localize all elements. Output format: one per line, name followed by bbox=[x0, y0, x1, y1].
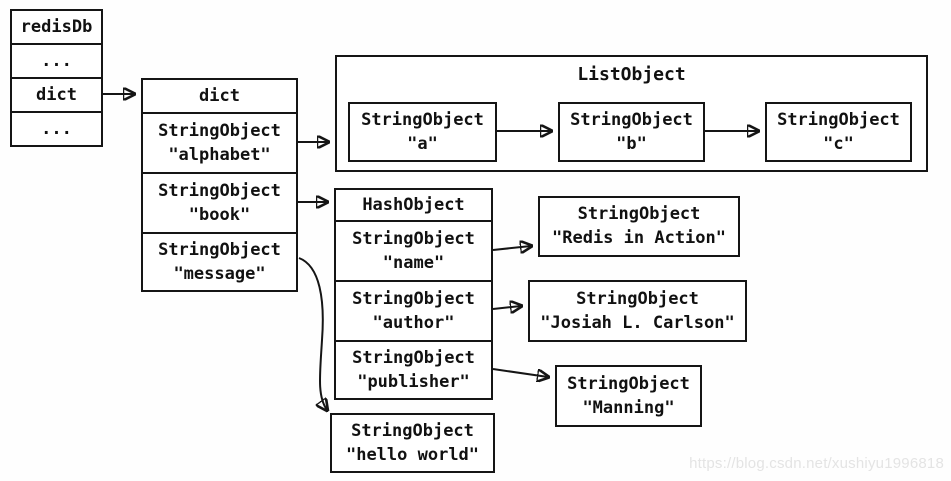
object-type: StringObject bbox=[361, 109, 484, 130]
object-value: "c" bbox=[823, 133, 854, 154]
value-box-book-name: StringObject "Redis in Action" bbox=[538, 196, 740, 257]
object-type: StringObject bbox=[576, 288, 699, 309]
dict-table-header: dict bbox=[143, 80, 296, 114]
redisdb-field-ellipsis-top: ... bbox=[12, 45, 101, 79]
value-box-hello-world: StringObject "hello world" bbox=[330, 413, 495, 473]
object-value: "Redis in Action" bbox=[552, 228, 726, 248]
value-box-book-name-cell: StringObject "Redis in Action" bbox=[540, 198, 738, 255]
value-box-hello-world-cell: StringObject "hello world" bbox=[332, 415, 493, 471]
hash-object-table: HashObject StringObject "name" StringObj… bbox=[334, 188, 493, 400]
object-value: "message" bbox=[173, 263, 266, 284]
object-type: StringObject bbox=[158, 239, 281, 260]
object-value: "b" bbox=[616, 133, 647, 154]
object-type: StringObject bbox=[577, 204, 701, 224]
redisdb-field-ellipsis-bottom: ... bbox=[41, 118, 72, 139]
redisdb-field-title: redisDb bbox=[12, 11, 101, 45]
object-type: StringObject bbox=[567, 373, 690, 394]
object-type: StringObject bbox=[352, 228, 475, 249]
arrow-message-to-hello-world bbox=[298, 257, 327, 410]
dict-key-book: StringObject "book" bbox=[143, 174, 296, 234]
arrow-author-to-josiah-carlson bbox=[492, 306, 521, 309]
object-type: StringObject bbox=[158, 180, 281, 201]
dict-key-alphabet: StringObject "alphabet" bbox=[143, 114, 296, 174]
watermark-url: https://blog.csdn.net/xushiyu1996818 bbox=[689, 455, 944, 472]
arrow-publisher-to-manning bbox=[492, 368, 548, 377]
value-box-book-publisher: StringObject "Manning" bbox=[555, 365, 702, 427]
object-type: StringObject bbox=[570, 109, 693, 130]
dict-table: dict StringObject "alphabet" StringObjec… bbox=[141, 78, 298, 292]
object-value: "Manning" bbox=[582, 397, 675, 418]
object-value: "name" bbox=[382, 252, 445, 273]
object-type: StringObject bbox=[352, 288, 475, 309]
list-item-a: StringObject "a" bbox=[348, 102, 497, 162]
object-value: "Josiah L. Carlson" bbox=[540, 312, 735, 333]
object-value: "a" bbox=[407, 133, 438, 154]
object-value: "book" bbox=[188, 204, 251, 225]
value-box-book-publisher-cell: StringObject "Manning" bbox=[557, 367, 700, 425]
object-value: "publisher" bbox=[357, 371, 470, 392]
object-type: StringObject bbox=[352, 347, 475, 368]
arrow-name-to-redis-in-action bbox=[492, 246, 531, 250]
list-item-c: StringObject "c" bbox=[765, 102, 912, 162]
hash-object-header: HashObject bbox=[336, 190, 491, 222]
object-type: StringObject bbox=[351, 420, 474, 441]
list-object-title: ListObject bbox=[577, 64, 686, 85]
object-value: "author" bbox=[372, 312, 455, 333]
value-box-book-author: StringObject "Josiah L. Carlson" bbox=[528, 280, 747, 342]
object-value: "hello world" bbox=[345, 444, 480, 465]
list-item-b-cell: StringObject "b" bbox=[560, 104, 703, 160]
redisdb-struct: redisDb ... dict ... bbox=[10, 9, 103, 147]
object-type: StringObject bbox=[158, 120, 281, 141]
hash-field-name: StringObject "name" bbox=[336, 222, 491, 282]
list-item-a-cell: StringObject "a" bbox=[350, 104, 495, 160]
list-item-c-cell: StringObject "c" bbox=[767, 104, 910, 160]
hash-field-publisher: StringObject "publisher" bbox=[336, 342, 491, 398]
dict-key-message: StringObject "message" bbox=[143, 234, 296, 290]
object-type: StringObject bbox=[777, 109, 900, 130]
list-item-b: StringObject "b" bbox=[558, 102, 705, 162]
hash-field-author: StringObject "author" bbox=[336, 282, 491, 342]
list-object-container: ListObject StringObject "a" StringObject… bbox=[335, 55, 928, 172]
object-value: "alphabet" bbox=[168, 144, 271, 165]
value-box-book-author-cell: StringObject "Josiah L. Carlson" bbox=[530, 282, 745, 340]
redisdb-field-dict: dict bbox=[12, 79, 101, 113]
